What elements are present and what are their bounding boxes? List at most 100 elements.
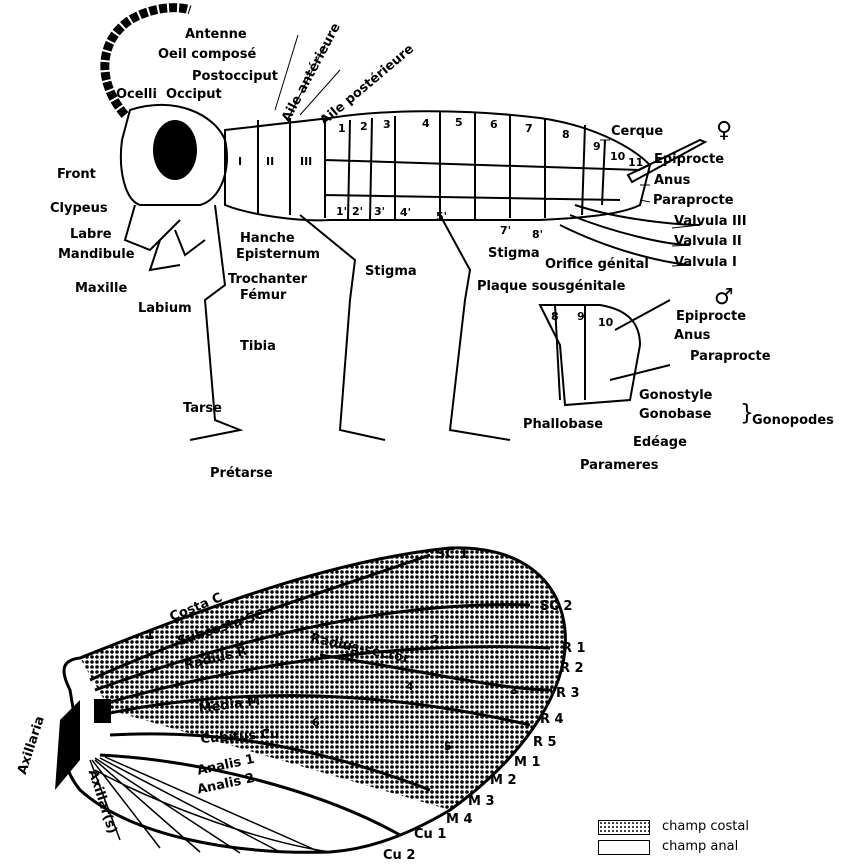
label-antenne: Antenne xyxy=(185,27,247,42)
label-m1: M 1 xyxy=(514,755,541,770)
label-maxille: Maxille xyxy=(75,281,128,296)
label-cu1: Cu 1 xyxy=(414,827,447,842)
label-m2: M 2 xyxy=(490,773,517,788)
label-pretarse: Prétarse xyxy=(210,466,273,481)
label-clypeus: Clypeus xyxy=(50,201,108,216)
label-male-anus: Anus xyxy=(674,328,711,343)
label-gonostyle: Gonostyle xyxy=(639,388,713,403)
label-plaque-sousgenitale: Plaque sousgénitale xyxy=(477,279,626,294)
label-tibia: Tibia xyxy=(240,339,276,354)
label-r3: R 3 xyxy=(556,686,580,701)
label-gonobase: Gonobase xyxy=(639,407,712,422)
label-front: Front xyxy=(57,167,96,182)
label-labre: Labre xyxy=(70,227,112,242)
abdomen-segment: 5 xyxy=(455,116,463,129)
legend-swatch-anal xyxy=(598,840,650,855)
label-sc1: SC 1 xyxy=(436,547,469,562)
wing-cell: 2 xyxy=(432,633,440,646)
ventral-segment: 2' xyxy=(352,205,364,218)
antenna xyxy=(100,3,192,118)
body xyxy=(224,110,652,222)
label-m3: M 3 xyxy=(468,794,495,809)
label-phallobase: Phallobase xyxy=(523,417,604,432)
thorax-segment: II xyxy=(266,155,275,168)
ventral-segment: 8' xyxy=(532,228,544,241)
label-r4: R 4 xyxy=(540,712,564,727)
abdomen-segment: 3 xyxy=(383,118,391,131)
ventral-segment: 4' xyxy=(400,206,412,219)
label-mandibule: Mandibule xyxy=(58,247,135,262)
male-segment: 9 xyxy=(577,310,585,323)
ventral-segment: 1' xyxy=(336,205,348,218)
abdomen-segment: 4 xyxy=(422,117,430,130)
hind-leg xyxy=(439,214,511,441)
abdomen-segment: 9 xyxy=(593,140,601,153)
label-ocelli: Ocelli xyxy=(116,87,157,102)
thorax-segment: I xyxy=(238,155,243,168)
label-anus: Anus xyxy=(654,173,691,188)
abdomen-segment: 7 xyxy=(525,122,533,135)
costal-field xyxy=(80,547,566,810)
label-hanche: Hanche xyxy=(240,231,295,246)
label-parameres: Parameres xyxy=(580,458,659,473)
cercus xyxy=(626,138,708,184)
legend-label-anal: champ anal xyxy=(662,839,739,854)
label-valvula-1: Valvula I xyxy=(674,255,737,270)
head xyxy=(119,103,229,206)
wing-cell: 1 xyxy=(146,629,154,642)
abdomen-segment: 8 xyxy=(562,128,570,141)
female-symbol: ♀ xyxy=(716,118,733,143)
label-paraprocte: Paraprocte xyxy=(653,193,734,208)
legend-label-costal: champ costal xyxy=(662,819,749,834)
label-tarse: Tarse xyxy=(183,401,222,416)
label-sc2: SC 2 xyxy=(540,599,573,614)
label-edeage: Edéage xyxy=(633,435,687,450)
mouthparts xyxy=(123,204,206,272)
abdomen-segment: 11 xyxy=(628,156,644,169)
legend-swatch-costal xyxy=(598,820,650,835)
label-r5: R 5 xyxy=(533,735,557,750)
label-cerque: Cerque xyxy=(611,124,664,139)
axillary-sclerites xyxy=(94,699,111,723)
abdomen-segment: 10 xyxy=(610,150,626,163)
mid-leg xyxy=(299,214,386,441)
label-valvula-2: Valvula II xyxy=(674,234,742,249)
label-r1: R 1 xyxy=(562,641,586,656)
label-male-paraprocte: Paraprocte xyxy=(690,349,771,364)
male-segment: 8 xyxy=(551,310,559,323)
abdomen-segment: 6 xyxy=(490,118,498,131)
label-postocciput: Postocciput xyxy=(192,69,278,84)
label-stigma-abdomen: Stigma xyxy=(488,246,540,261)
wing-cell: 4 xyxy=(406,680,414,693)
wing-cell: 3 xyxy=(510,684,518,697)
ventral-segment: 5' xyxy=(436,210,448,223)
abdomen-segment: 2 xyxy=(360,120,368,133)
label-stigma-thorax: Stigma xyxy=(365,264,417,279)
ventral-segment: 7' xyxy=(500,224,512,237)
label-m4: M 4 xyxy=(446,812,473,827)
label-labium: Labium xyxy=(138,301,192,316)
label-episternum: Episternum xyxy=(236,247,320,262)
brace: } xyxy=(740,401,754,426)
male-terminalia xyxy=(538,299,671,407)
thorax-segment: III xyxy=(300,155,313,168)
label-r2: R 2 xyxy=(560,661,584,676)
label-occiput: Occiput xyxy=(166,87,222,102)
compound-eye xyxy=(153,120,197,180)
label-oeil-compose: Oeil composé xyxy=(158,47,257,62)
abdomen-segment: 1 xyxy=(338,122,346,135)
label-gonopodes: Gonopodes xyxy=(752,413,834,428)
male-segment: 10 xyxy=(598,316,614,329)
label-trochanter: Trochanter xyxy=(228,272,308,287)
front-leg xyxy=(189,204,244,441)
wing-cell: 5 xyxy=(444,740,452,753)
male-symbol: ♂ xyxy=(714,285,734,310)
label-femur: Fémur xyxy=(240,288,287,303)
wing-cell: 6 xyxy=(312,716,320,729)
ventral-segment: 3' xyxy=(374,205,386,218)
label-cu2: Cu 2 xyxy=(383,848,416,863)
valvulae xyxy=(559,204,701,266)
label-epiprocte: Epiprocte xyxy=(654,152,725,167)
